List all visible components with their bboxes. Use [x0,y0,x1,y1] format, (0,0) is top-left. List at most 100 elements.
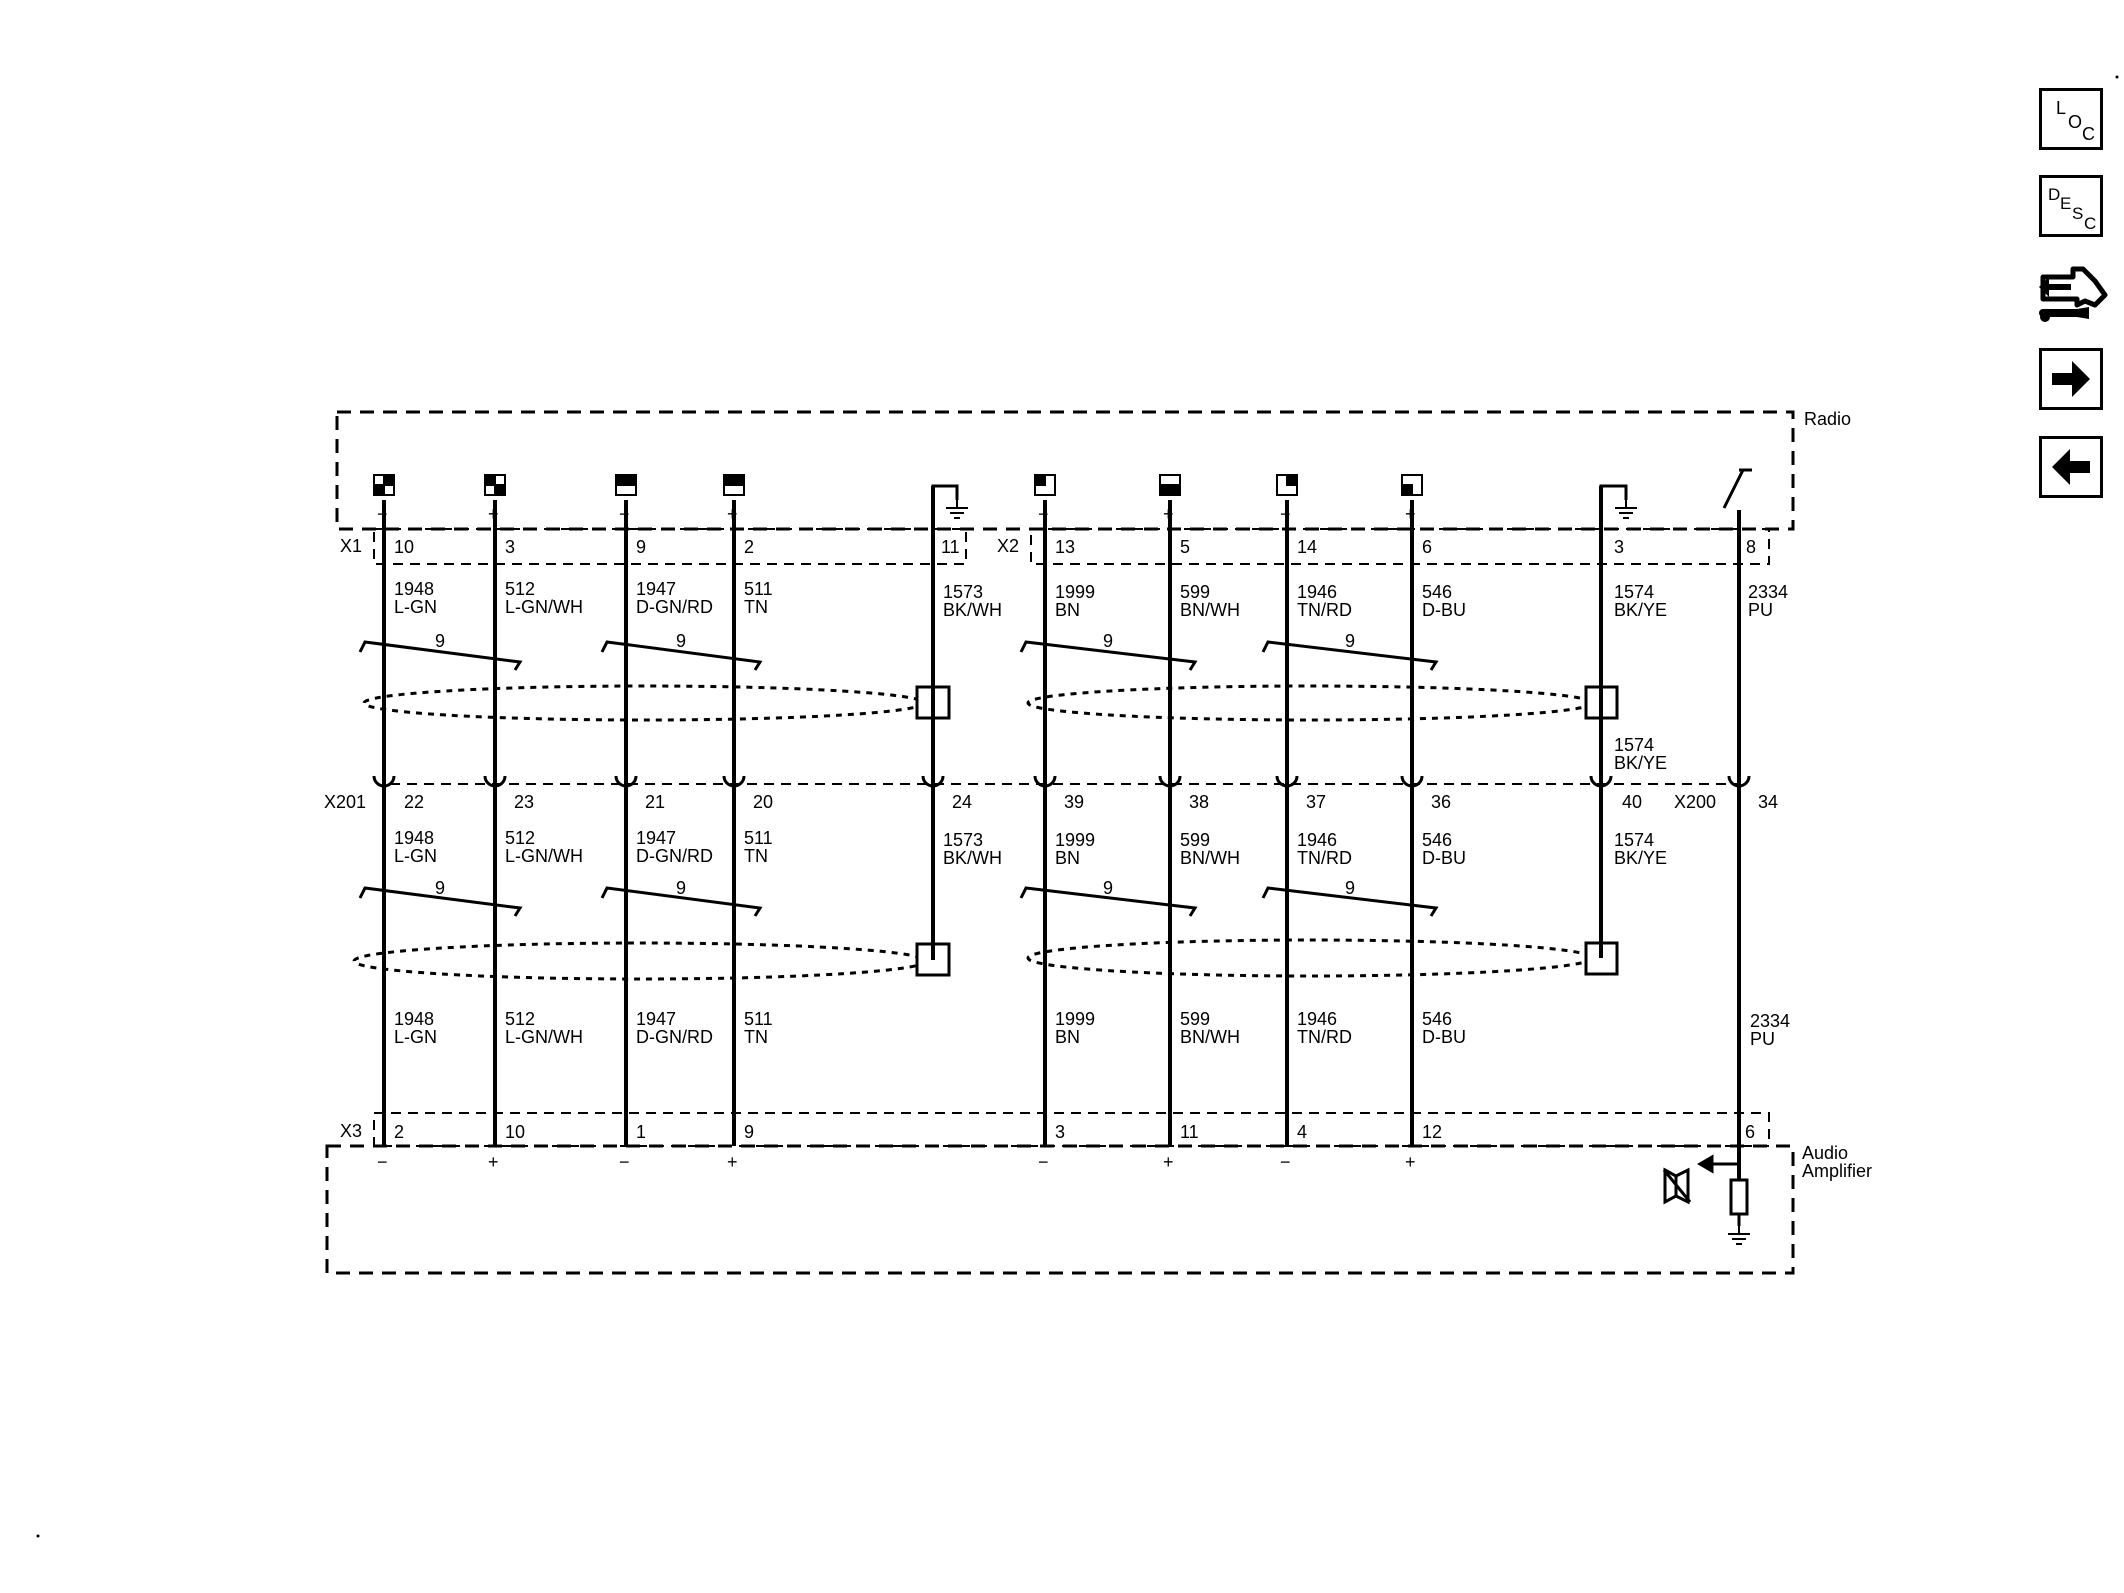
pin-x201-36: 36 [1431,792,1451,812]
pin-x3-1: 1 [636,1122,646,1142]
x2-connector-label: X2 [997,536,1019,556]
svg-text:1574: 1574 [1614,582,1654,602]
svg-text:1574: 1574 [1614,830,1654,850]
loc-letter-l: L [2056,98,2067,118]
svg-text:1947: 1947 [636,579,676,599]
previous-page-button[interactable] [2039,436,2103,498]
svg-text:BN/WH: BN/WH [1180,1027,1240,1047]
twist-label-3: 9 [1103,631,1113,651]
arrow-right-icon [2052,361,2090,397]
pin-x1-11: 11 [941,537,960,557]
desc-letter-d: D [2048,185,2061,204]
ground-bracket-1574 [1599,484,1628,510]
svg-text:D-BU: D-BU [1422,1027,1466,1047]
pol-top-7: + [1163,504,1174,524]
svg-text:546: 546 [1422,830,1452,850]
svg-text:D-BU: D-BU [1422,848,1466,868]
svg-text:D-BU: D-BU [1422,600,1466,620]
svg-text:TN: TN [744,1027,768,1047]
svg-text:TN/RD: TN/RD [1297,600,1352,620]
amplifier-module-box [325,1144,1795,1275]
pol-bot-7: + [1163,1152,1174,1172]
svg-text:512: 512 [505,1009,535,1029]
label-1574-mid: 1574 [1614,735,1654,755]
corner-dot-top [2115,75,2119,79]
svg-text:511: 511 [744,1009,773,1029]
twist-label-7: 9 [1103,878,1113,898]
next-page-button[interactable] [2039,348,2103,410]
svg-text:TN/RD: TN/RD [1297,1027,1352,1047]
svg-text:546: 546 [1422,582,1452,602]
pin-x201-20: 20 [753,792,773,812]
pin-x3-3: 3 [1055,1122,1065,1142]
pin-x1-3: 3 [505,537,515,557]
svg-text:TN: TN [744,846,768,866]
svg-text:546: 546 [1422,1009,1452,1029]
svg-text:D-GN/RD: D-GN/RD [636,846,713,866]
pol-bot-4: + [727,1152,738,1172]
pol-bot-3: − [619,1152,630,1172]
svg-text:1946: 1946 [1297,1009,1337,1029]
connector-view-button[interactable] [2037,255,2109,333]
twist-label-5: 9 [435,878,445,898]
svg-text:1946: 1946 [1297,830,1337,850]
pin-x1-10: 10 [394,537,414,557]
ground-icon-1573 [945,499,969,519]
x200-connector-label: X200 [1674,792,1716,812]
pin-x201-39: 39 [1064,792,1084,812]
radio-module-label: Radio [1804,409,1851,429]
svg-text:L-GN/WH: L-GN/WH [505,846,583,866]
corner-dot-bottom [36,1534,40,1538]
svg-text:512: 512 [505,828,535,848]
svg-text:BK/WH: BK/WH [943,600,1002,620]
svg-text:1947: 1947 [636,828,676,848]
connector-plug-icon [2039,266,2108,322]
pin-x3-9: 9 [744,1122,754,1142]
arrow-left-icon [2052,449,2090,485]
pol-top-1: − [377,504,388,524]
x2-connector-strip [1030,528,1770,565]
twist-label-4: 9 [1345,631,1355,651]
shield-lower [352,938,1594,981]
pin-x201-24: 24 [952,792,972,812]
twist-label-2: 9 [676,631,686,651]
svg-text:D-GN/RD: D-GN/RD [636,597,713,617]
svg-text:1573: 1573 [943,830,983,850]
speaker-mute-icon [1662,1167,1692,1205]
pin-x201-40: 40 [1622,792,1642,812]
pol-bot-2: + [488,1152,499,1172]
svg-text:PU: PU [1748,600,1773,620]
svg-text:BK/YE: BK/YE [1614,848,1667,868]
pol-top-9: + [1405,504,1416,524]
wire-group [382,486,1741,1180]
pin-x3-2: 2 [394,1122,404,1142]
svg-text:L-GN: L-GN [394,1027,437,1047]
pin-x3-10: 10 [505,1122,525,1142]
svg-text:L-GN/WH: L-GN/WH [505,1027,583,1047]
svg-text:BN: BN [1055,600,1080,620]
loc-letter-o: O [2068,112,2083,132]
twist-label-1: 9 [435,631,445,651]
x1-connector-label: X1 [340,536,362,556]
pin-x2-3: 3 [1614,537,1624,557]
pol-top-6: − [1038,504,1049,524]
svg-text:BN/WH: BN/WH [1180,600,1240,620]
svg-text:1948: 1948 [394,828,434,848]
twist-markers-upper [358,640,1439,671]
pin-x201-37: 37 [1306,792,1326,812]
x3-connector-strip [373,1112,1770,1147]
svg-text:L-GN: L-GN [394,846,437,866]
location-button[interactable]: L O C [2039,88,2103,150]
amplifier-label-line1: Audio [1802,1143,1848,1163]
pin-x1-9: 9 [636,537,646,557]
pin-x2-13: 13 [1055,537,1075,557]
pol-top-2: + [488,504,499,524]
radio-module-box [335,410,1795,531]
description-button[interactable]: D E S C [2039,175,2103,237]
svg-text:BK/YE: BK/YE [1614,600,1667,620]
pol-bot-6: − [1038,1152,1049,1172]
pol-bot-1: − [377,1152,388,1172]
pin-x2-5: 5 [1180,537,1190,557]
